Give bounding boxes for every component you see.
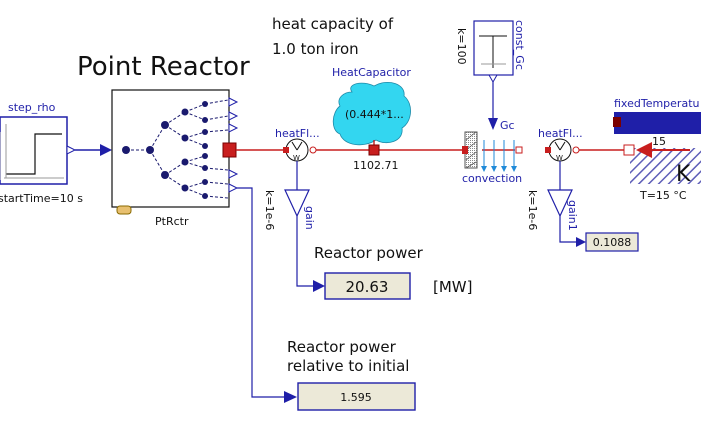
svg-text:W: W [293,154,300,162]
gain-label: gain [303,206,316,230]
fixed-temperature-value: 15 [652,135,666,148]
heat-capacitor-value: (0.444*1... [345,108,404,121]
reactor-output-ports[interactable] [228,111,239,193]
reactor-power-relative-display[interactable]: 1.595 [297,382,416,411]
reactor-power-rel-label-line2: relative to initial [287,357,409,375]
fixed-temperature-label: fixedTemperatu [614,97,699,110]
reactor-power-display[interactable]: 20.63 [324,272,411,300]
heat-flow-sensor-2-label: heatFl... [538,127,583,140]
fixed-temperature-unit: K [676,162,691,187]
gain1-k: k=1e-6 [526,190,539,230]
fixed-temperature-param: T=15 °C [639,189,687,202]
gain1-label: gain1 [566,200,579,231]
step-rho-output-port[interactable] [66,145,77,155]
heat-capacitor-shape [332,82,411,146]
point-reactor-block[interactable]: PtRctr [111,89,239,228]
step-rho-label: step_rho [8,101,56,114]
heat-capacitor-temperature: 1102.71 [353,159,399,172]
gain-block[interactable]: gain k=1e-6 [263,189,316,230]
reactor-input-port[interactable] [100,144,112,156]
const-gc-block[interactable]: const_Gc k=100 [455,20,526,84]
reactor-power-rel-label-line1: Reactor power [287,338,397,356]
heat-flow-sensor-1-label: heatFl... [275,127,320,140]
heat-capacity-note-line2: 1.0 ton iron [272,40,359,58]
heat-flow2-display-value: 0.1088 [593,236,632,249]
reactor-bottom-connector[interactable] [116,205,132,215]
heat-capacitor-port[interactable] [368,144,380,156]
reactor-power-label: Reactor power [314,244,424,262]
heat-flow-sensor-1[interactable]: heatFl... W [275,127,320,162]
const-gc-k: k=100 [455,28,468,65]
step-rho-starttime: startTime=10 s [0,192,83,205]
fixed-temperature-bar [614,112,701,134]
relative-power-signal-line [237,187,292,398]
const-gc-label: const_Gc [513,20,526,70]
convection-gc-label: Gc [500,119,515,132]
reactor-heat-port[interactable] [222,142,237,158]
step-curve [6,133,62,175]
heat-capacitor-label: HeatCapacitor [332,66,411,79]
fixed-temperature-hatch [630,148,701,184]
point-reactor-box [111,89,230,208]
units-mw: [MW] [433,278,472,296]
fixed-temperature-block[interactable]: fixedTemperatu 15 K T=15 °C [613,97,701,202]
neutron-nodes [122,101,208,199]
point-reactor-title: Point Reactor [77,52,250,82]
convection-block[interactable]: Gc convection [462,119,523,185]
heat-capacity-note-line1: heat capacity of [272,15,394,33]
reactor-power-value: 20.63 [346,278,389,296]
gain1-block[interactable]: gain1 k=1e-6 [526,189,579,231]
convection-arrows [483,140,515,170]
heat-capacitor[interactable]: HeatCapacitor (0.444*1... 1102.71 [332,66,411,172]
heat-flow2-display[interactable]: 0.1088 [585,232,639,252]
convection-label: convection [462,172,522,185]
gain-k: k=1e-6 [263,190,276,230]
heat-flow-sensor-2[interactable]: heatFl... W [538,127,583,162]
step-rho-block[interactable]: step_rho startTime=10 s [0,101,83,205]
svg-text:W: W [556,154,563,162]
point-reactor-name: PtRctr [155,215,189,228]
reactor-power-relative-value: 1.595 [340,391,372,404]
